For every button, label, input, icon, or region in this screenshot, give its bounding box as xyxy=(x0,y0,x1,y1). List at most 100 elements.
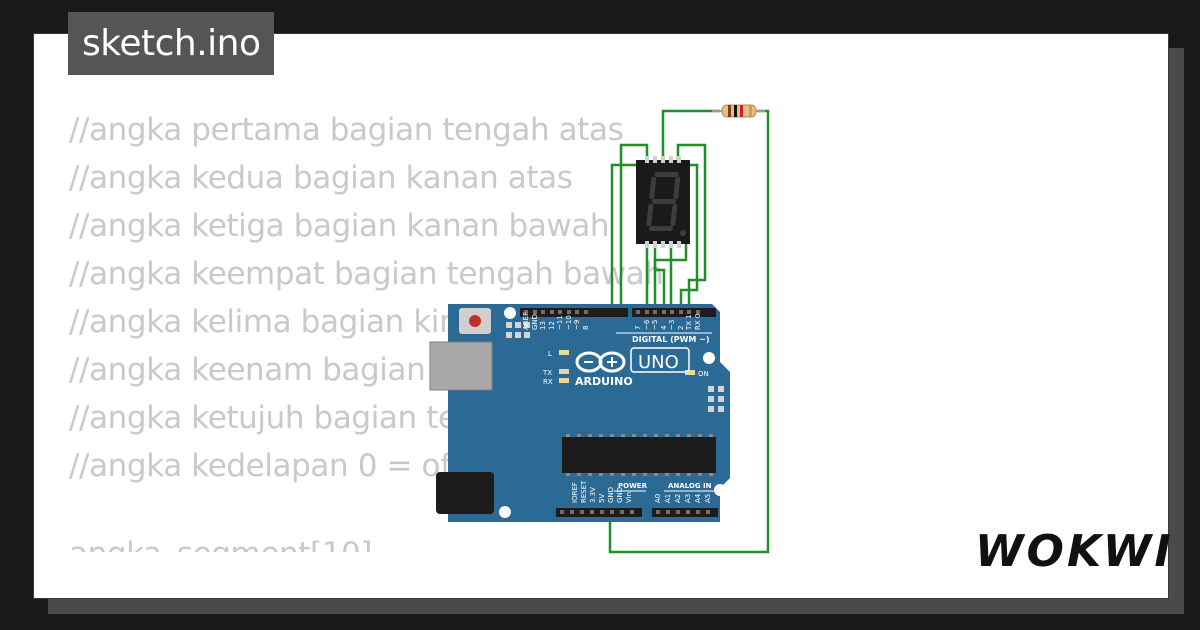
chip-pin xyxy=(610,473,614,476)
digital-pin[interactable] xyxy=(696,310,700,314)
chip-pin xyxy=(577,473,581,476)
wire-seg-d xyxy=(653,244,666,312)
digital-pin[interactable] xyxy=(687,310,691,314)
power-pin-label: GND xyxy=(607,487,615,503)
analog-header xyxy=(652,508,718,517)
code-line: //angka kedelapan 0 = off xyxy=(69,448,462,484)
digital-pin-label: TX 1 xyxy=(685,314,693,331)
digital-pin-label: ~11 xyxy=(556,315,564,330)
power-jack xyxy=(436,472,494,514)
code-line: //angka kedua bagian kanan atas xyxy=(69,160,573,196)
chip-pin xyxy=(643,434,647,437)
power-header xyxy=(556,508,642,517)
power-pin[interactable] xyxy=(580,510,584,514)
digital-pin[interactable] xyxy=(524,310,528,314)
digital-pin[interactable] xyxy=(541,310,545,314)
chip-pin xyxy=(610,434,614,437)
digital-pin[interactable] xyxy=(636,310,640,314)
reset-button-cap[interactable] xyxy=(469,315,481,327)
wire-seg-b xyxy=(676,143,707,312)
microcontroller-chip xyxy=(562,437,716,473)
digital-pin[interactable] xyxy=(567,310,571,314)
digital-pin[interactable] xyxy=(645,310,649,314)
power-pin[interactable] xyxy=(600,510,604,514)
wire-seg-a xyxy=(619,143,649,312)
chip-pin xyxy=(632,434,636,437)
power-pin[interactable] xyxy=(620,510,624,514)
digital-pin-label: ~10 xyxy=(565,315,573,330)
power-pin-label: 5V xyxy=(598,494,606,503)
chip-pin xyxy=(621,473,625,476)
power-pin[interactable] xyxy=(560,510,564,514)
digital-pin-label: ~3 xyxy=(668,320,676,330)
power-pin-label: RESET xyxy=(580,480,588,503)
digit-segments xyxy=(646,172,681,231)
digital-pin-label: ~6 xyxy=(643,319,651,330)
digital-pin-label: ~5 xyxy=(651,320,659,330)
chip-pin xyxy=(665,434,669,437)
code-line: //angka pertama bagian tengah atas xyxy=(69,112,624,148)
wire-common xyxy=(661,109,720,160)
chip-pin xyxy=(643,473,647,476)
usb-port xyxy=(429,341,493,391)
digital-pin[interactable] xyxy=(533,310,537,314)
power-pin[interactable] xyxy=(590,510,594,514)
digital-pin[interactable] xyxy=(662,310,666,314)
chip-pin xyxy=(654,434,658,437)
analog-pin-label: A4 xyxy=(694,493,702,503)
digital-pin-label: 7 xyxy=(634,326,642,330)
digital-pin-label: GND xyxy=(531,314,539,330)
analog-pin[interactable] xyxy=(656,510,660,514)
analog-pin[interactable] xyxy=(686,510,690,514)
digital-pin-label: RX 0 xyxy=(694,314,702,330)
chip-pin xyxy=(698,434,702,437)
analog-pin[interactable] xyxy=(676,510,680,514)
chip-pin xyxy=(709,434,713,437)
digital-pin[interactable] xyxy=(584,310,588,314)
analog-pin-label: A2 xyxy=(674,494,682,503)
chip-pin xyxy=(621,434,625,437)
analog-pin[interactable] xyxy=(706,510,710,514)
chip-pin xyxy=(588,434,592,437)
digital-pin[interactable] xyxy=(558,310,562,314)
resistor[interactable] xyxy=(712,104,765,118)
digital-pin-label: 13 xyxy=(539,321,547,330)
digital-pin[interactable] xyxy=(550,310,554,314)
chip-pin xyxy=(687,473,691,476)
analog-pin[interactable] xyxy=(666,510,670,514)
power-label: POWER xyxy=(618,482,648,490)
chip-pin xyxy=(676,473,680,476)
analog-pin[interactable] xyxy=(696,510,700,514)
digital-pin[interactable] xyxy=(679,310,683,314)
analog-pin-label: A5 xyxy=(704,494,712,503)
digital-pin-label: ~9 xyxy=(573,320,581,330)
chip-pin xyxy=(654,473,658,476)
power-pin[interactable] xyxy=(610,510,614,514)
power-pin-label: 3.3V xyxy=(589,487,597,503)
chip-pin xyxy=(566,434,570,437)
chip-pin xyxy=(632,473,636,476)
power-pin-label: Vin xyxy=(625,492,633,503)
chip-pin xyxy=(709,473,713,476)
sketch-title: sketch.ino xyxy=(68,12,275,75)
power-pin-label: GND xyxy=(616,487,624,503)
chip-pin xyxy=(599,473,603,476)
digital-pin-label: 4 xyxy=(660,325,668,330)
led-l-label: L xyxy=(548,350,552,358)
power-pin[interactable] xyxy=(570,510,574,514)
analog-pin-label: A3 xyxy=(684,494,692,503)
power-pin[interactable] xyxy=(630,510,634,514)
digital-pin[interactable] xyxy=(653,310,657,314)
on-label: ON xyxy=(698,370,709,378)
chip-pin xyxy=(687,434,691,437)
digital-pin[interactable] xyxy=(575,310,579,314)
digital-pin[interactable] xyxy=(670,310,674,314)
analog-label: ANALOG IN xyxy=(668,482,712,490)
code-line: //angka ketiga bagian kanan bawah xyxy=(69,208,610,244)
chip-pin xyxy=(599,434,603,437)
seven-segment-display[interactable] xyxy=(636,156,690,248)
chip-pin xyxy=(665,473,669,476)
uno-label: UNO xyxy=(638,352,679,373)
